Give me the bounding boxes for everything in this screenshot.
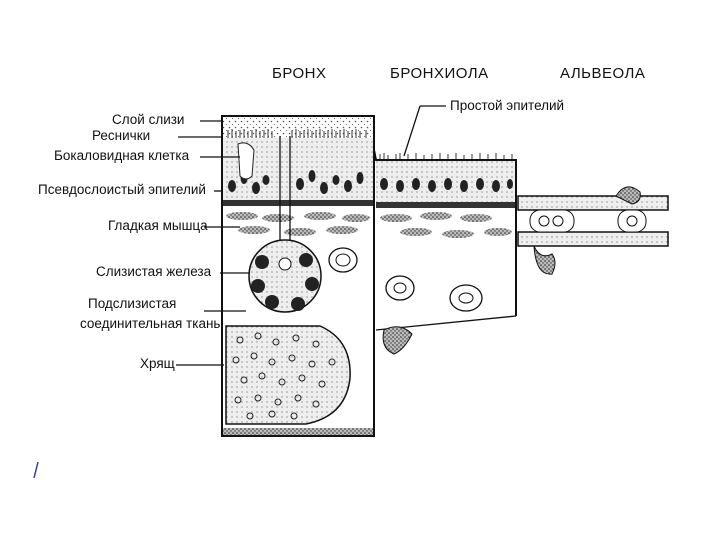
mucus-layer [222, 116, 374, 138]
basement-membrane [222, 200, 374, 206]
label-pseudostratified-epithelium: Псевдослоистый эпителий [38, 182, 206, 197]
header-bronchus: БРОНХ [272, 65, 327, 82]
label-mucus-layer: Слой слизи [112, 112, 184, 127]
label-submucosa-line2: соединительная ткань [80, 316, 220, 331]
bronchiole-section [373, 149, 517, 355]
labels-left: Слой слизи Реснички Бокаловидная клетка … [38, 112, 250, 371]
bronchus-smooth-muscle [226, 212, 370, 236]
capillary-1 [529, 209, 575, 233]
bronchus-bottom-layer [222, 428, 374, 436]
label-cartilage: Хрящ [140, 356, 175, 371]
epithelium-nuclei [228, 170, 364, 194]
submucosa-cell [328, 247, 358, 273]
alveolus-wall-bottom [517, 231, 669, 247]
label-mucous-gland: Слизистая железа [96, 264, 212, 279]
mucous-gland [248, 239, 322, 313]
bronchiole-cells [385, 275, 483, 312]
bronchiole-nuclei [380, 178, 513, 192]
capillary-2 [617, 209, 647, 233]
label-submucosa-line1: Подслизистая [88, 296, 176, 311]
bronchiole-basement [376, 202, 516, 208]
alveolus-wall-top [517, 195, 669, 211]
header-bronchiole: БРОНХИОЛА [390, 65, 489, 82]
alveolus-cell-top [615, 186, 641, 205]
cartilage [225, 325, 351, 425]
bronchus-section [221, 115, 375, 437]
bronchus-outline [221, 115, 375, 437]
bronchiole-cilia [379, 153, 513, 160]
alveolus-section [517, 186, 669, 275]
goblet-cell [237, 142, 255, 180]
label-smooth-muscle: Гладкая мышца [108, 218, 208, 233]
bronchus-cilia [227, 129, 367, 138]
label-goblet-cell: Бокаловидная клетка [54, 148, 190, 163]
stray-mark [33, 461, 39, 479]
label-simple-epithelium: Простой эпителий [450, 98, 564, 113]
bronchiole-smooth-muscle [380, 212, 512, 238]
header-alveolus: АЛЬВЕОЛА [560, 65, 645, 82]
alveolus-cell-bottom [533, 245, 556, 275]
bronchiole-outer-cell [382, 326, 413, 355]
label-cilia: Реснички [92, 128, 150, 143]
